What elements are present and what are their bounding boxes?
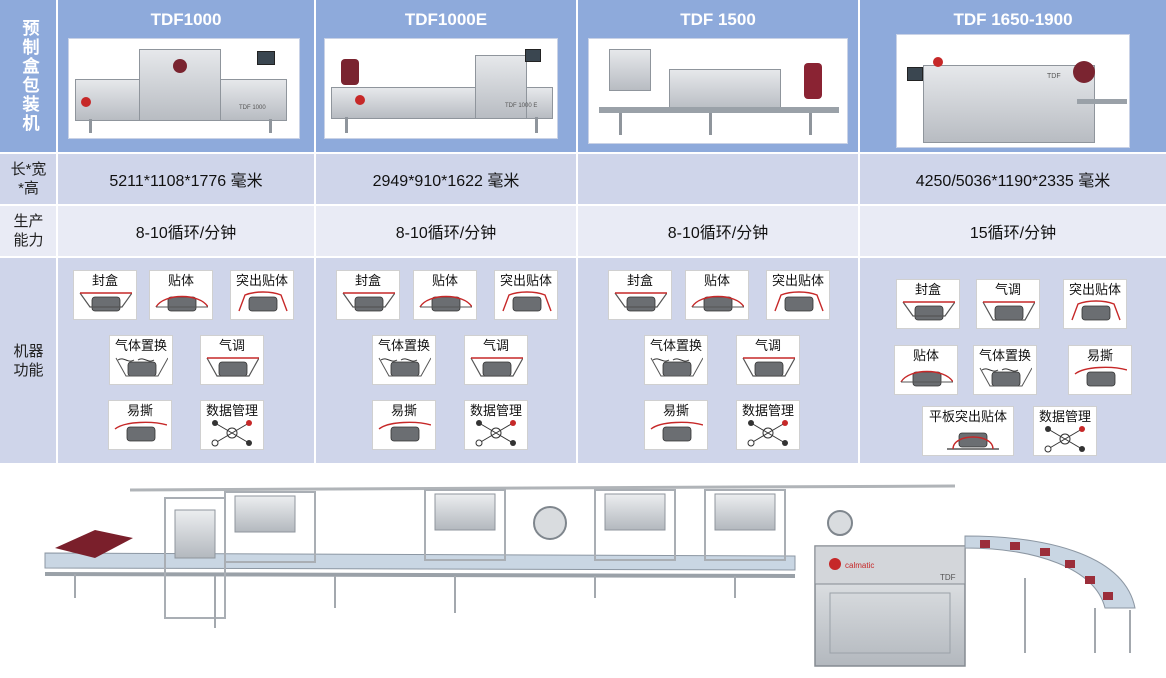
- function-label: 突出贴体: [771, 273, 824, 288]
- production-line-photo: calmatic TDF: [35, 478, 1155, 673]
- function-label: 贴体: [703, 273, 730, 288]
- row-label-text: 生产能力: [13, 213, 44, 249]
- function-tile-skin: 贴体: [894, 345, 958, 395]
- row-label-text: 机器功能: [13, 342, 44, 379]
- function-tile-skin: 贴体: [685, 270, 749, 320]
- model-name: TDF 1650-1900: [953, 10, 1073, 29]
- function-tile-map: 气调: [736, 335, 800, 385]
- function-tile-gas-flush: 气体置换: [644, 335, 708, 385]
- dimensions-tdf1000e: 2949*910*1622 毫米: [316, 154, 576, 204]
- function-label: 气体置换: [114, 338, 167, 353]
- function-tile-easy-peel: 易撕: [644, 400, 708, 450]
- function-label: 易撕: [390, 403, 417, 418]
- machine-photo-tdf1500: [588, 38, 848, 144]
- capacity-tdf1000: 8-10循环/分钟: [58, 206, 314, 256]
- function-tile-map: 气调: [200, 335, 264, 385]
- function-tile-map: 气调: [976, 279, 1040, 329]
- function-label: 气调: [482, 338, 509, 353]
- machine-photo-tdf1650: TDF: [896, 34, 1130, 148]
- function-label: 易撕: [126, 403, 153, 418]
- capacity-tdf1000e: 8-10循环/分钟: [316, 206, 576, 256]
- capacity-tdf1500: 8-10循环/分钟: [578, 206, 858, 256]
- machine-photo-tdf1000: TDF 1000: [68, 38, 300, 139]
- function-label: 气体置换: [649, 338, 702, 353]
- header-cell-tdf1000: TDF1000 TDF 1000: [58, 0, 314, 152]
- function-label: 气调: [994, 282, 1021, 297]
- function-label: 突出贴体: [235, 273, 288, 288]
- function-label: 易撕: [662, 403, 689, 418]
- function-label: 封盒: [354, 273, 381, 288]
- vertical-title: 预制盒包装机: [0, 0, 57, 152]
- machine-photo-tdf1000e: TDF 1000 E: [324, 38, 558, 139]
- function-tile-super-skin: 突出贴体: [230, 270, 294, 320]
- function-tile-super-skin: 突出贴体: [494, 270, 558, 320]
- line-machine-badge: TDF: [940, 573, 956, 582]
- dimensions-tdf1000: 5211*1108*1776 毫米: [58, 154, 314, 204]
- function-tile-data: 数据管理: [736, 400, 800, 450]
- function-tile-super-skin: 突出贴体: [766, 270, 830, 320]
- dimensions-tdf1500: [578, 154, 858, 204]
- spec-table: 预制盒包装机 TDF1000 TDF 1000 TDF1000E TDF 100…: [0, 0, 1166, 463]
- function-tile-super-skin: 突出贴体: [1063, 279, 1127, 329]
- function-label: 封盒: [914, 282, 941, 297]
- production-line-illustration: calmatic TDF: [44, 484, 1136, 667]
- line-logo-text: calmatic: [845, 561, 874, 570]
- function-label: 平板突出贴体: [928, 409, 1007, 424]
- row-label-functions: 机器功能: [0, 258, 57, 463]
- header-cell-tdf1000e: TDF1000E TDF 1000 E: [316, 0, 576, 152]
- function-label: 封盒: [91, 273, 118, 288]
- function-tile-seal: 封盒: [336, 270, 400, 320]
- function-tile-map: 气调: [464, 335, 528, 385]
- function-tile-seal: 封盒: [608, 270, 672, 320]
- function-label: 气体置换: [377, 338, 430, 353]
- capacity-tdf1650: 15循环/分钟: [860, 206, 1166, 256]
- function-tile-skin: 贴体: [413, 270, 477, 320]
- machine-badge: TDF 1000 E: [505, 103, 538, 109]
- function-tile-gas-flush: 气体置换: [372, 335, 436, 385]
- function-tile-flat-super-skin: 平板突出贴体: [922, 406, 1014, 456]
- model-name: TDF1000: [150, 10, 222, 29]
- function-label: 数据管理: [205, 403, 258, 418]
- machine-badge: TDF: [1047, 73, 1061, 80]
- function-tile-easy-peel: 易撕: [108, 400, 172, 450]
- function-label: 贴体: [912, 348, 939, 363]
- brand-logo-icon: [81, 97, 91, 107]
- function-label: 气调: [218, 338, 245, 353]
- brand-logo-icon: [829, 558, 841, 570]
- model-name: TDF 1500: [680, 10, 756, 29]
- function-label: 贴体: [167, 273, 194, 288]
- brand-logo-icon: [933, 57, 943, 67]
- function-label: 气体置换: [978, 348, 1031, 363]
- function-tile-data: 数据管理: [200, 400, 264, 450]
- function-label: 突出贴体: [1068, 282, 1121, 297]
- row-label-text: 长*宽*高: [10, 161, 47, 197]
- dimensions-tdf1650: 4250/5036*1190*2335 毫米: [860, 154, 1166, 204]
- header-cell-tdf1500: TDF 1500: [578, 0, 858, 152]
- model-name: TDF1000E: [404, 10, 488, 29]
- function-label: 数据管理: [469, 403, 522, 418]
- function-label: 封盒: [626, 273, 653, 288]
- function-label: 突出贴体: [499, 273, 552, 288]
- function-tile-gas-flush: 气体置换: [973, 345, 1037, 395]
- function-tile-easy-peel: 易撕: [372, 400, 436, 450]
- function-label: 贴体: [431, 273, 458, 288]
- function-tile-easy-peel: 易撕: [1068, 345, 1132, 395]
- row-label-dimensions: 长*宽*高: [0, 154, 57, 204]
- function-tile-seal: 封盒: [896, 279, 960, 329]
- function-tile-gas-flush: 气体置换: [109, 335, 173, 385]
- function-tile-data: 数据管理: [464, 400, 528, 450]
- function-tile-data: 数据管理: [1033, 406, 1097, 456]
- vertical-title-text: 预制盒包装机: [19, 19, 39, 133]
- header-cell-tdf1650: TDF 1650-1900 TDF: [860, 0, 1166, 152]
- machine-badge: TDF 1000: [239, 105, 266, 111]
- function-tile-seal: 封盒: [73, 270, 137, 320]
- brand-logo-icon: [355, 95, 365, 105]
- function-label: 气调: [754, 338, 781, 353]
- function-tile-skin: 贴体: [149, 270, 213, 320]
- function-label: 数据管理: [741, 403, 794, 418]
- row-label-capacity: 生产能力: [0, 206, 57, 256]
- function-label: 易撕: [1086, 348, 1113, 363]
- function-label: 数据管理: [1038, 409, 1091, 424]
